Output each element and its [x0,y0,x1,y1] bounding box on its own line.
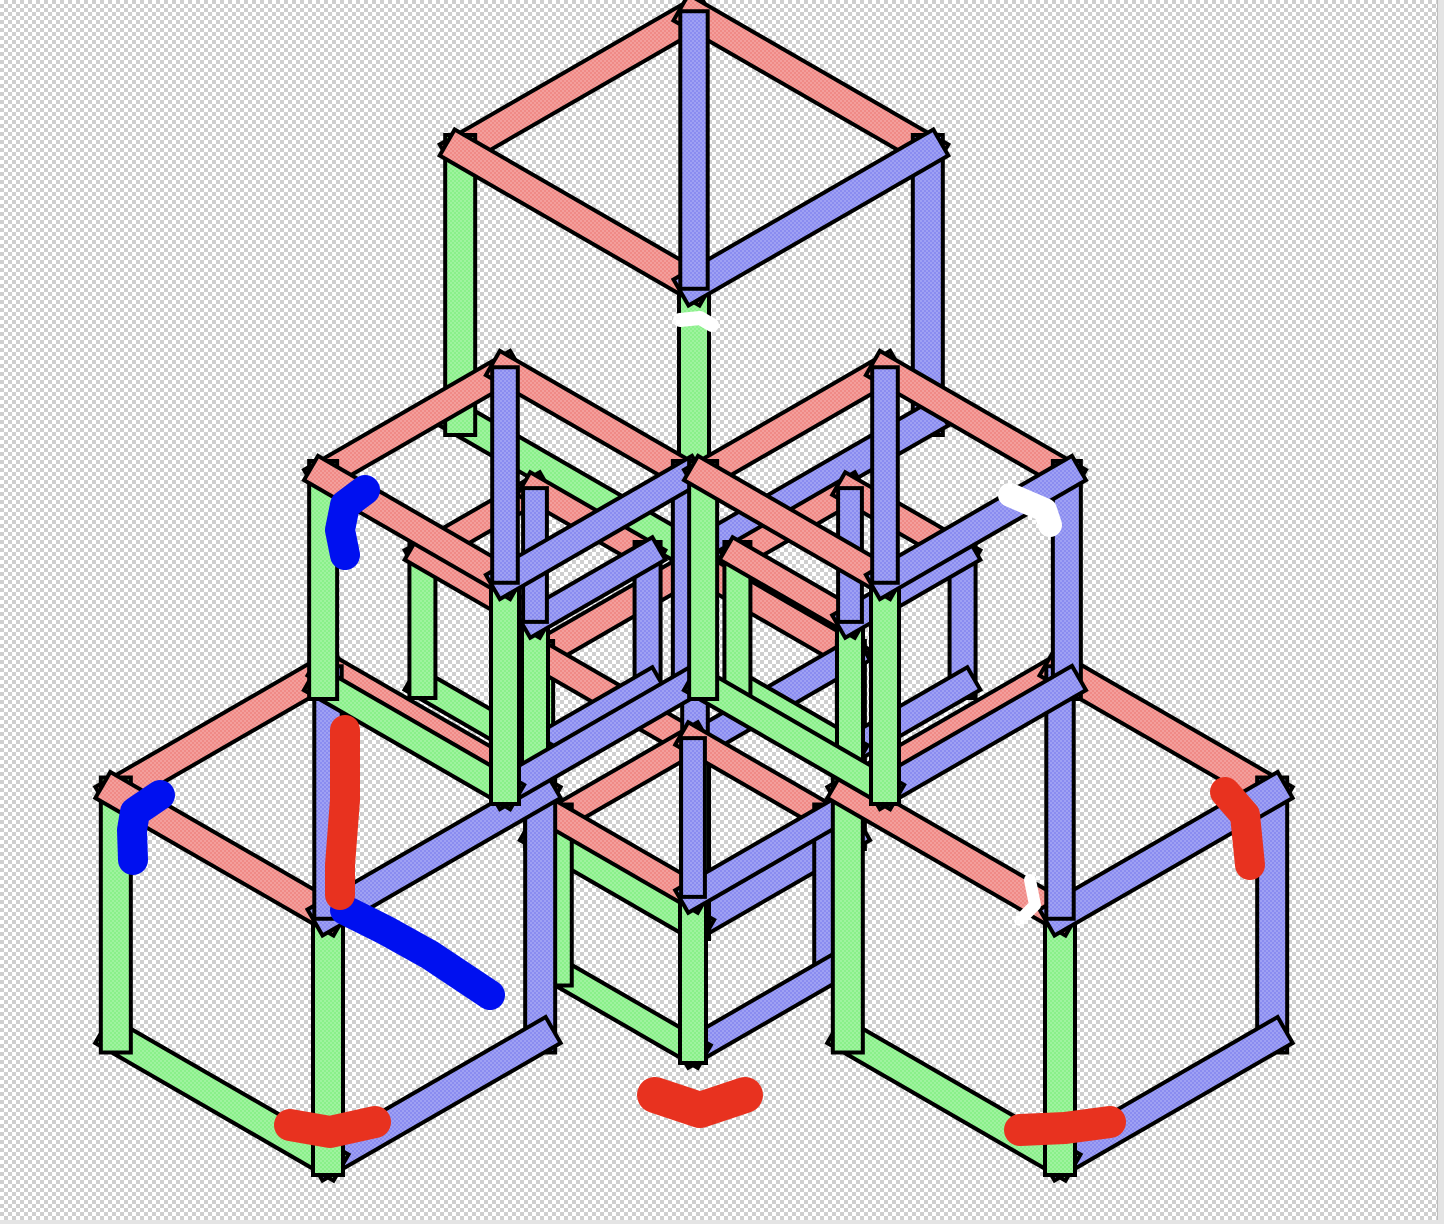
cube-top-edge [670,0,952,174]
cube-top-edge [436,0,718,174]
cube-mid-left-edge [301,348,527,497]
white-marker-stroke [1014,874,1041,926]
cube-mid-right [681,348,1089,812]
cube-mid-right-edge [681,348,907,497]
cube-mid-left-front-edge [483,453,709,602]
cube-bottom-left [92,646,564,1184]
cube-small-bottom [538,719,848,1071]
hand-drawn-markers [117,311,1265,1148]
cube-top-front-edge [670,126,952,309]
blue-marker-stroke [325,475,380,570]
impossible-cube-figure [92,0,1296,1184]
cube-bottom-left-front-edge [304,769,564,939]
cube-middle-back-edge [517,543,717,677]
blue-marker-stroke [117,780,175,875]
cube-small-bottom-edge [672,952,848,1071]
red-marker-stroke [637,1077,763,1128]
cube-mid-right-edge [863,663,1089,812]
cube-small-left-front-edge [514,534,669,641]
cube-bottom-right-edge [1036,646,1296,816]
cube-bottom-left-edge [92,646,352,816]
cube-small-bottom-edge [672,719,848,838]
white-marker-stroke [673,311,719,332]
cube-middle-back-edge [673,543,873,677]
cube-mid-right-front-edge [863,453,1089,602]
cube-mid-left-edge [483,663,709,812]
blue-marker-stroke [330,895,505,1010]
cube-small-bottom-front-edge [538,797,714,916]
cube-mid-left [301,348,709,812]
cube-bottom-right-front-edge [824,769,1084,939]
cube-small-bottom-edge [538,952,714,1071]
cube-mid-right-front-edge [681,453,907,602]
cube-small-bottom-edge [538,719,714,838]
red-marker-stroke [274,1106,391,1148]
cube-bottom-right [824,646,1296,1184]
cube-top-front-edge [436,126,718,309]
cube-small-bottom-front-edge [672,797,848,916]
cube-bottom-right-edge [1036,1014,1296,1184]
cube-small-right-front-edge [716,534,871,641]
red-marker-stroke [1210,777,1265,880]
cube-mid-right-edge [863,348,1089,497]
red-marker-stroke [325,715,360,910]
cube-small-right-edge [716,664,871,771]
cube-small-right-front-edge [829,534,984,641]
cube-small-left-edge [514,664,669,771]
cube-mid-left-edge [483,348,709,497]
canvas-right-edge [1437,0,1444,1224]
white-marker-stroke [998,483,1062,537]
red-marker-stroke [1004,1106,1126,1146]
cube-mid-left-edge [301,663,527,812]
canvas-bottom-edge [0,1220,1444,1224]
cube-small-right-edge [829,664,984,771]
cube-mid-right-edge [681,663,907,812]
